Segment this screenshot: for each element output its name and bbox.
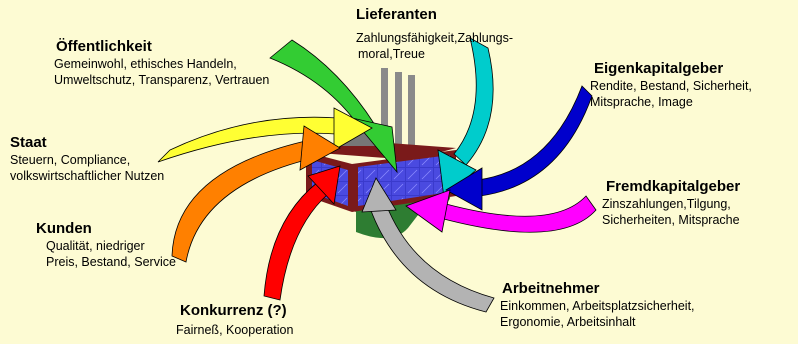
staat-title: Staat: [10, 134, 164, 152]
group-lieferanten: Lieferanten Zahlungsfähigkeit,Zahlungs- …: [356, 6, 513, 62]
eigenkapitalgeber-title: Eigenkapitalgeber: [590, 60, 752, 78]
fremdkapitalgeber-title: Fremdkapitalgeber: [602, 178, 740, 196]
arrow-lieferanten: [438, 38, 493, 198]
arbeitnehmer-line2: Ergonomie, Arbeitsinhalt: [500, 314, 695, 330]
eigenkapitalgeber-line1: Rendite, Bestand, Sicherheit,: [590, 78, 752, 94]
oeffentlichkeit-line2: Umweltschutz, Transparenz, Vertrauen: [54, 72, 269, 88]
eigenkapitalgeber-line2: Mitsprache, Image: [590, 94, 752, 110]
group-konkurrenz: Konkurrenz (?) Fairneß, Kooperation: [176, 302, 293, 338]
kunden-line1: Qualität, niedriger: [36, 238, 176, 254]
konkurrenz-line1: Fairneß, Kooperation: [176, 322, 293, 338]
arrow-konkurrenz: [264, 166, 340, 300]
staat-line1: Steuern, Compliance,: [10, 152, 164, 168]
lieferanten-title: Lieferanten: [356, 6, 513, 24]
chimney: [395, 72, 402, 148]
arbeitnehmer-line1: Einkommen, Arbeitsplatzsicherheit,: [500, 298, 695, 314]
lieferanten-line1: Zahlungsfähigkeit,Zahlungs-: [356, 30, 513, 46]
kunden-line2: Preis, Bestand, Service: [36, 254, 176, 270]
staat-line2: volkswirtschaftlicher Nutzen: [10, 168, 164, 184]
lieferanten-line2: moral,Treue: [356, 46, 513, 62]
fremdkapitalgeber-line1: Zinszahlungen,Tilgung,: [602, 196, 740, 212]
fremdkapitalgeber-line2: Sicherheiten, Mitsprache: [602, 212, 740, 228]
oeffentlichkeit-line1: Gemeinwohl, ethisches Handeln,: [54, 56, 269, 72]
kunden-title: Kunden: [36, 220, 176, 238]
arrow-fremdkapitalgeber: [406, 190, 596, 232]
group-kunden: Kunden Qualität, niedriger Preis, Bestan…: [36, 220, 176, 270]
group-fremdkapitalgeber: Fremdkapitalgeber Zinszahlungen,Tilgung,…: [602, 178, 740, 228]
arbeitnehmer-title: Arbeitnehmer: [500, 280, 695, 298]
chimney: [408, 75, 415, 148]
konkurrenz-title: Konkurrenz (?): [176, 302, 293, 320]
group-staat: Staat Steuern, Compliance, volkswirtscha…: [10, 134, 164, 184]
group-eigenkapitalgeber: Eigenkapitalgeber Rendite, Bestand, Sich…: [590, 60, 752, 110]
group-oeffentlichkeit: Öffentlichkeit Gemeinwohl, ethisches Han…: [54, 38, 269, 88]
oeffentlichkeit-title: Öffentlichkeit: [54, 38, 269, 56]
group-arbeitnehmer: Arbeitnehmer Einkommen, Arbeitsplatzsich…: [500, 280, 695, 330]
